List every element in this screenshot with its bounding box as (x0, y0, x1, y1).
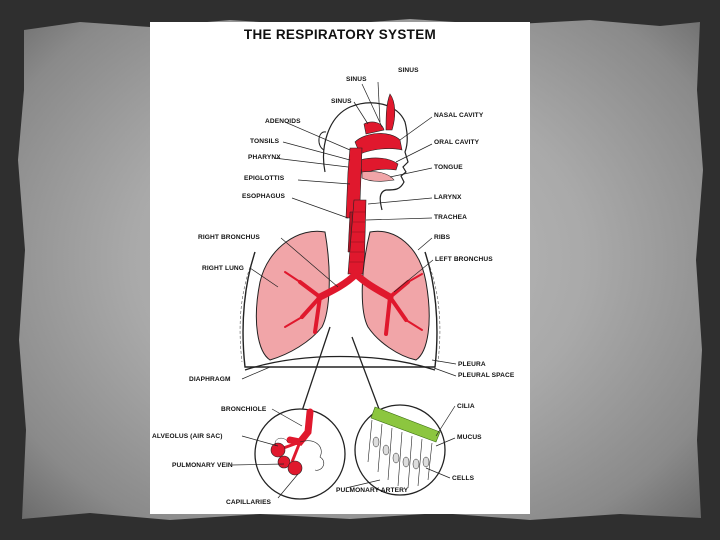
label-mucus: MUCUS (457, 434, 482, 441)
label-alveolus: ALVEOLUS (AIR SAC) (152, 433, 223, 440)
label-cells: CELLS (452, 475, 475, 482)
label-nasal-cavity: NASAL CAVITY (434, 112, 484, 119)
sinus-shape-2 (363, 121, 385, 135)
nasal-cavity-shape (354, 133, 403, 155)
label-pleura: PLEURA (458, 361, 486, 368)
label-capillaries: CAPILLARIES (226, 499, 272, 506)
ear-icon (318, 131, 327, 151)
alveolus-sac (277, 455, 291, 469)
alveolus-sac (287, 460, 303, 476)
respiratory-poster: THE RESPIRATORY SYSTEM (150, 22, 530, 514)
label-oral-cavity: ORAL CAVITY (434, 139, 480, 146)
label-left-bronchus: LEFT BRONCHUS (435, 256, 493, 263)
respiratory-illustration (231, 81, 457, 500)
label-sinus-left1: SINUS (346, 76, 367, 83)
label-pleural-space: PLEURAL SPACE (458, 372, 515, 379)
label-pulmonary-artery: PULMONARY ARTERY (336, 487, 409, 494)
label-pulmonary-vein: PULMONARY VEIN (172, 462, 233, 469)
label-ribs: RIBS (434, 234, 451, 241)
label-sinus-top: SINUS (398, 67, 419, 74)
alveolus-sac (270, 442, 286, 458)
diaphragm-line (244, 355, 436, 371)
label-sinus-left2: SINUS (331, 98, 352, 105)
ribcage-outline (242, 251, 438, 368)
label-right-bronchus: RIGHT BRONCHUS (198, 234, 260, 241)
label-esophagus: ESOPHAGUS (242, 193, 286, 200)
left-lung-shape (361, 230, 430, 361)
alveolus-detail-circle (254, 408, 346, 500)
poster-title: THE RESPIRATORY SYSTEM (243, 27, 437, 42)
label-diaphragm: DIAPHRAGM (189, 376, 231, 383)
label-right-lung: RIGHT LUNG (202, 265, 245, 272)
label-adenoids: ADENOIDS (265, 118, 301, 125)
head-outline (323, 102, 409, 211)
label-larynx: LARYNX (434, 194, 462, 201)
label-tonsils: TONSILS (250, 138, 280, 145)
cilia-layer (370, 406, 441, 443)
label-pharynx: PHARYNX (248, 154, 281, 161)
label-epiglottis: EPIGLOTTIS (244, 175, 285, 182)
label-tongue: TONGUE (434, 164, 463, 171)
sinus-shape (385, 93, 396, 131)
label-cilia: CILIA (457, 403, 475, 410)
label-bronchiole: BRONCHIOLE (221, 406, 267, 413)
bronchial-tree (284, 270, 423, 336)
label-trachea: TRACHEA (434, 214, 467, 221)
tongue-shape (361, 171, 395, 182)
